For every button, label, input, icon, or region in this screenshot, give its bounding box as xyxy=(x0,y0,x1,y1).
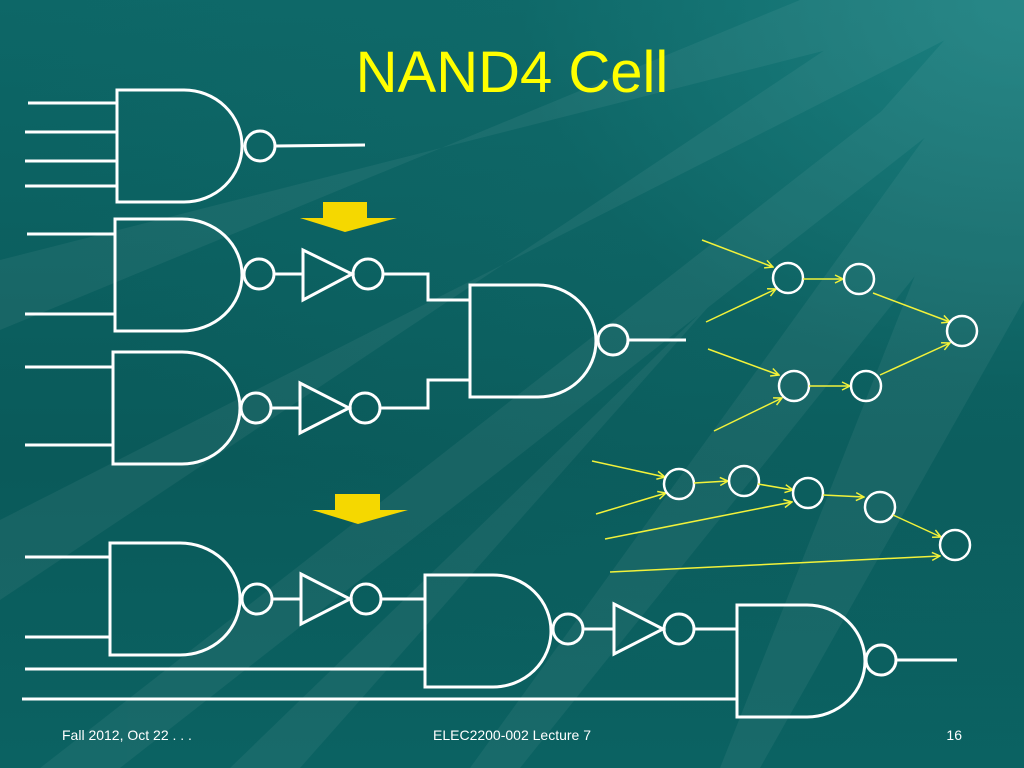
graph-node xyxy=(771,261,805,295)
slide-title: NAND4 Cell xyxy=(355,40,669,105)
down-arrow-1 xyxy=(300,202,397,232)
chain-bubble-1 xyxy=(240,582,274,616)
nand2-final-bubble xyxy=(596,323,630,357)
two-level-network xyxy=(25,217,686,466)
footer-course: ELEC2200-002 Lecture 7 xyxy=(433,727,591,743)
wire xyxy=(380,378,470,410)
down-arrow-2 xyxy=(312,494,408,524)
inverter-upper-bubble xyxy=(351,257,385,291)
inverter-upper xyxy=(301,247,356,303)
chain-nand2-gate-2 xyxy=(423,573,553,689)
chain-bubble-2 xyxy=(551,612,585,646)
graph-node xyxy=(727,464,761,498)
inverter-lower xyxy=(298,380,353,436)
slide-number: 16 xyxy=(946,727,962,743)
wire xyxy=(383,272,470,302)
nand2-upper-bubble xyxy=(242,257,276,291)
graph-node xyxy=(945,314,979,348)
graph-node xyxy=(938,528,972,562)
chain-bubble-3 xyxy=(864,643,898,677)
graph-node xyxy=(662,467,696,501)
graph-node xyxy=(849,369,883,403)
chain-inverter-bubble-1 xyxy=(349,582,383,616)
nand4-output xyxy=(274,143,366,148)
chain-network xyxy=(22,541,957,719)
graph-chain xyxy=(591,460,972,573)
nand2-gate-final xyxy=(468,283,598,399)
chain-inverter-2 xyxy=(612,601,667,657)
graph-node xyxy=(863,490,897,524)
graph-tree xyxy=(701,239,979,432)
nand4-bubble xyxy=(243,129,277,163)
nand2-gate-upper xyxy=(113,217,244,333)
chain-nand2-gate-1 xyxy=(108,541,242,657)
nand4-gate xyxy=(25,88,366,204)
chain-nand2-gate-3 xyxy=(735,603,867,719)
nand2-gate-lower xyxy=(111,350,242,466)
footer-date: Fall 2012, Oct 22 . . . xyxy=(62,727,192,743)
inverter-lower-bubble xyxy=(348,391,382,425)
chain-inverter-1 xyxy=(299,571,354,627)
nand4-and-body xyxy=(115,88,244,204)
graph-node xyxy=(842,262,876,296)
chain-inverter-bubble-2 xyxy=(662,612,696,646)
graph-node xyxy=(777,369,811,403)
graph-node xyxy=(791,476,825,510)
nand2-lower-bubble xyxy=(239,391,273,425)
